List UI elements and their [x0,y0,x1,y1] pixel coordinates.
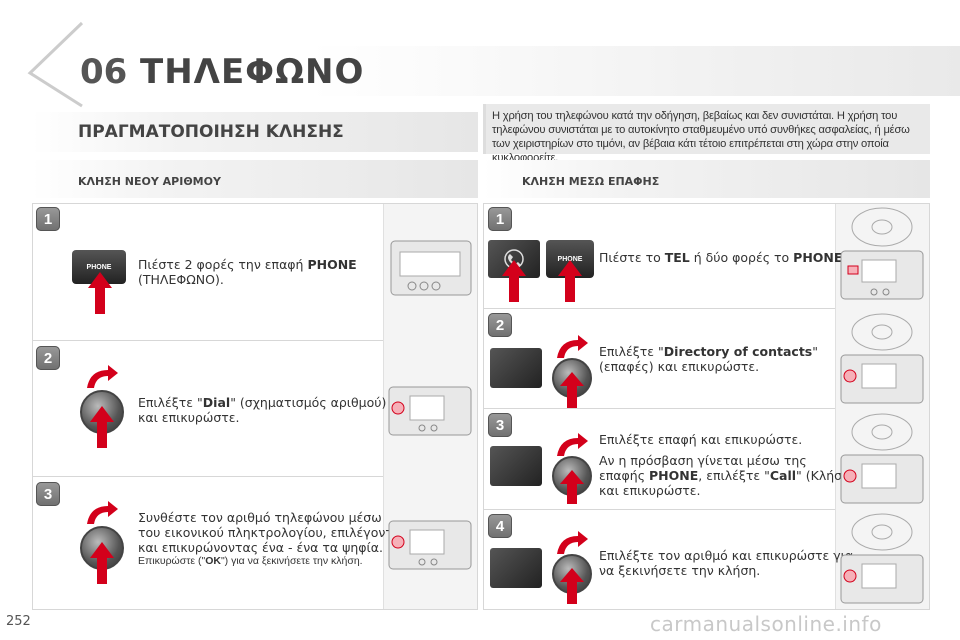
radio-unit-illustration [390,240,472,296]
step-badge: 1 [488,207,512,231]
step-badge: 4 [488,514,512,538]
right-subhead-bar [483,160,930,198]
phone-button-image: PHONE [546,240,594,278]
press-arrow-icon [560,470,584,504]
right-step-1-text: Πιέστε το TEL ή δύο φορές το PHONE. [599,250,846,265]
steering-wheel-illustration [851,413,913,451]
press-arrow-icon [560,568,584,604]
radio-unit-illustration [388,520,472,570]
section-title-bar [32,112,478,152]
steering-wheel-illustration [851,207,913,247]
button-image [490,446,542,486]
press-arrow-icon [558,260,582,302]
watermark: carmanualsonline.info [650,612,882,636]
step-badge: 1 [36,207,60,231]
button-image [490,348,542,388]
press-arrow-icon [502,260,526,302]
step-badge: 3 [488,413,512,437]
left-row-divider [33,476,477,477]
corner-decoration [27,21,84,108]
chapter-title: ΤΗΛΕΦΩΝΟ [140,52,365,92]
left-row-divider [33,340,477,341]
press-arrow-icon [88,272,112,314]
press-arrow-icon [90,542,114,584]
section-title: ΠΡΑΓΜΑΤΟΠΟΙΗΣΗ ΚΛΗΣΗΣ [78,122,344,142]
radio-unit-illustration [840,250,924,300]
rotate-arrow-icon [557,433,588,456]
right-row-divider [484,408,929,409]
left-step-3-note: Επικυρώστε ("OK") για να ξεκινήσετε την … [138,555,363,567]
rotate-arrow-icon [557,335,588,358]
right-subhead: ΚΛΗΣΗ ΜΕΣΩ ΕΠΑΦΗΣ [522,175,660,188]
left-step-1-text: Πιέστε 2 φορές την επαφή PHONE(ΤΗΛΕΦΩΝΟ)… [138,257,357,287]
steering-wheel-illustration [851,513,913,551]
chapter-number: 06 [80,52,128,92]
chapter-header-bar [30,46,960,96]
button-image [490,548,542,588]
press-arrow-icon [90,406,114,448]
right-row-divider [484,308,929,309]
press-arrow-icon [560,372,584,408]
left-step-2-text: Επιλέξτε "Dial" (σχηματισμός αριθμού)και… [138,395,387,425]
right-step-3-text: Επιλέξτε επαφή και επικυρώστε. [599,432,803,447]
rotate-arrow-icon [557,531,588,554]
tel-button-image [488,240,540,278]
radio-unit-illustration [840,554,924,604]
step-badge: 3 [36,482,60,506]
radio-unit-illustration [840,454,924,504]
warning-note: Η χρήση του τηλεφώνου κατά την οδήγηση, … [483,104,930,164]
page-number: 252 [6,614,31,629]
step-badge: 2 [36,346,60,370]
right-step-2-text: Επιλέξτε "Directory of contacts"(επαφές)… [599,344,818,374]
radio-unit-illustration [840,354,924,404]
step-badge: 2 [488,313,512,337]
steering-wheel-illustration [851,313,913,351]
right-row-divider [484,509,929,510]
rotate-arrow-icon [87,501,118,524]
radio-unit-illustration [388,386,472,436]
left-subhead: ΚΛΗΣΗ ΝΕΟΥ ΑΡΙΘΜΟΥ [78,175,221,188]
left-subhead-bar [32,160,478,198]
rotate-arrow-icon [87,365,118,388]
